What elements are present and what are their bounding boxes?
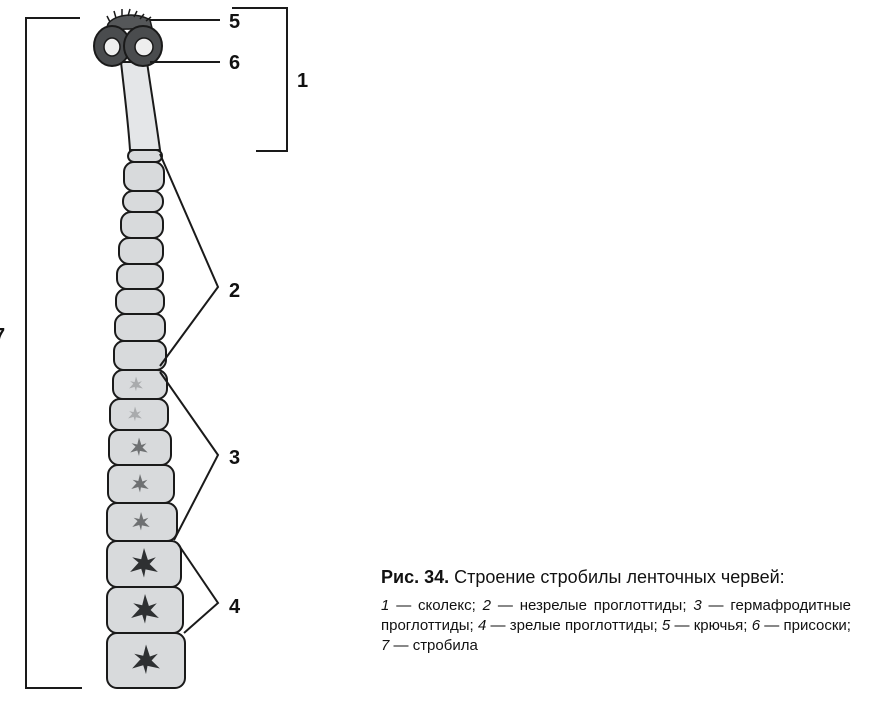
scolex (93, 8, 163, 151)
legend-text: сколекс (418, 597, 472, 614)
label-hermaphrodite: 3 (229, 447, 240, 469)
immature-proglottid (127, 149, 163, 163)
legend-text: стробила (412, 637, 478, 654)
leader-immature (159, 153, 220, 367)
reproductive-organs-icon (132, 512, 150, 531)
immature-proglottid (120, 211, 164, 239)
figure-caption: Рис. 34. Строение стробилы ленточных чер… (381, 566, 851, 656)
legend-item: 3 — гермафродитные проглоттиды (381, 597, 851, 634)
hermaphrodite-proglottid (109, 398, 169, 431)
reproductive-organs-icon (129, 376, 143, 392)
label-scolex: 1 (297, 70, 308, 92)
caption-title: Рис. 34. Строение стробилы ленточных чер… (381, 566, 851, 588)
legend-number: 2 (482, 597, 491, 614)
caption-legend: 1 — сколекс; 2 — незрелые проглоттиды; 3… (381, 597, 851, 654)
immature-proglottid (116, 263, 164, 290)
legend-item: 1 — сколекс (381, 597, 472, 614)
label-hooks: 5 (229, 11, 240, 33)
immature-proglottid (123, 161, 165, 192)
label-strobila: 7 (0, 325, 5, 347)
legend-number: 7 (381, 637, 390, 654)
reproductive-organs-icon (128, 406, 142, 422)
legend-number: 1 (381, 597, 390, 614)
legend-text: гермафродитные проглоттиды (381, 597, 851, 634)
hooks (106, 8, 152, 23)
uterus-with-eggs-icon (131, 594, 159, 624)
immature-proglottid (115, 288, 165, 315)
uterus-with-eggs-icon (130, 548, 158, 578)
legend-item: 2 — незрелые проглоттиды (482, 597, 683, 614)
leader-hermaphrodite (159, 371, 220, 541)
reproductive-organs-icon (130, 437, 148, 456)
uterus-with-eggs-icon (132, 644, 160, 675)
label-immature: 2 (229, 280, 240, 302)
legend-text: крючья (693, 617, 744, 634)
bracket-strobila (25, 17, 82, 689)
reproductive-organs-icon (131, 474, 149, 493)
legend-number: 6 (751, 617, 761, 634)
legend-number: 3 (693, 597, 702, 614)
legend-item: 4 — зрелые проглоттиды (477, 617, 654, 634)
hermaphrodite-proglottid (112, 369, 168, 400)
legend-item: 6 — присоски (751, 617, 847, 634)
suckers (93, 25, 163, 67)
immature-proglottid (113, 340, 167, 371)
proglottid-chain (106, 149, 186, 689)
legend-item: 7 — стробила (381, 637, 478, 654)
neck (119, 61, 162, 151)
immature-proglottid (114, 313, 166, 342)
immature-proglottid (122, 190, 164, 213)
label-mature: 4 (229, 596, 241, 618)
leader-mature (177, 543, 220, 634)
label-suckers: 6 (229, 52, 240, 74)
legend-number: 5 (661, 617, 671, 634)
legend-text: зрелые проглоттиды (509, 617, 654, 634)
immature-proglottid (118, 237, 164, 265)
figure-number: Рис. 34. (381, 567, 450, 587)
legend-item: 5 — крючья (661, 617, 744, 634)
figure-title: Строение стробилы ленточных червей: (454, 567, 785, 587)
legend-text: присоски (783, 617, 847, 634)
legend-text: незрелые проглоттиды (519, 597, 683, 614)
legend-number: 4 (477, 617, 487, 634)
bracket-scolex (232, 7, 288, 152)
